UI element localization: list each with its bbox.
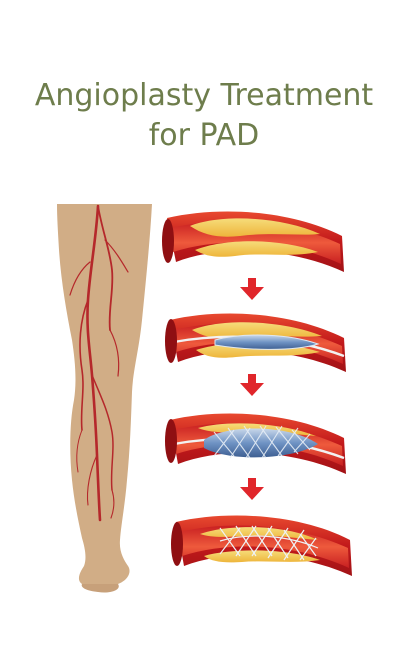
down-arrow-icon	[240, 374, 264, 396]
page-title: Angioplasty Treatment for PAD	[0, 76, 408, 156]
plaque-top	[190, 218, 320, 237]
vessel-stage-4-stent-placed	[171, 515, 352, 576]
down-arrow-icon	[240, 478, 264, 500]
balloon	[204, 428, 318, 458]
artery-branch	[97, 205, 114, 331]
stent	[219, 525, 319, 561]
leg-shape	[57, 204, 152, 588]
plaque-bottom	[195, 241, 318, 257]
artery-branch	[69, 261, 91, 296]
artery-branch	[109, 329, 120, 377]
artery-branch	[91, 374, 114, 491]
leg-illustration	[57, 204, 152, 593]
title-line-1: Angioplasty Treatment	[34, 78, 374, 113]
vessel-stage-1-blocked	[162, 211, 344, 272]
down-arrow-icon	[240, 278, 264, 300]
balloon	[214, 334, 320, 350]
stent	[213, 425, 311, 459]
artery-branch	[110, 489, 115, 519]
vessel-stage-2-balloon-inserted	[165, 313, 346, 372]
artery-branch	[79, 299, 89, 431]
title-line-2: for PAD	[148, 118, 260, 153]
artery-branch	[104, 239, 129, 273]
vessel-stage-3-balloon-inflated	[165, 413, 346, 474]
artery-branch	[76, 429, 83, 473]
artery-branch	[86, 454, 98, 506]
